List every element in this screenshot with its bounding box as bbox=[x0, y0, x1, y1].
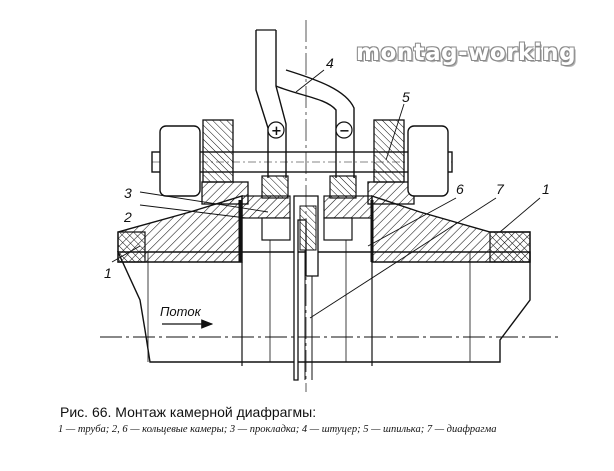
label-1-right: 1 bbox=[542, 181, 550, 197]
right-flange bbox=[371, 195, 531, 263]
label-2: 2 bbox=[123, 209, 132, 225]
callout-labels: 1 2 3 4 5 6 7 1 bbox=[104, 55, 550, 281]
fitting-4: + − bbox=[255, 29, 355, 178]
label-4: 4 bbox=[326, 55, 334, 71]
label-1-left: 1 bbox=[104, 265, 112, 281]
stud-5 bbox=[151, 119, 453, 197]
figure-caption-title: Рис. 66. Монтаж камерной диафрагмы: bbox=[60, 404, 317, 420]
flow-label: Поток bbox=[160, 304, 202, 319]
annular-chambers bbox=[241, 195, 373, 241]
pipe-walls bbox=[241, 240, 373, 366]
flow-indicator: Поток bbox=[160, 304, 214, 329]
plus-sign: + bbox=[271, 124, 282, 139]
watermark: montag-working bbox=[356, 40, 577, 66]
minus-sign: − bbox=[339, 124, 350, 139]
leader-lines bbox=[111, 69, 541, 319]
label-5: 5 bbox=[402, 89, 410, 105]
label-7: 7 bbox=[496, 181, 505, 197]
label-3: 3 bbox=[124, 185, 132, 201]
label-6: 6 bbox=[456, 181, 464, 197]
figure-caption-legend: 1 — труба; 2, 6 — кольцевые камеры; 3 — … bbox=[58, 424, 497, 435]
fitting-threads bbox=[261, 175, 357, 199]
left-flange bbox=[117, 195, 243, 263]
pipe-1 bbox=[116, 251, 531, 363]
gasket-3 bbox=[238, 200, 374, 262]
